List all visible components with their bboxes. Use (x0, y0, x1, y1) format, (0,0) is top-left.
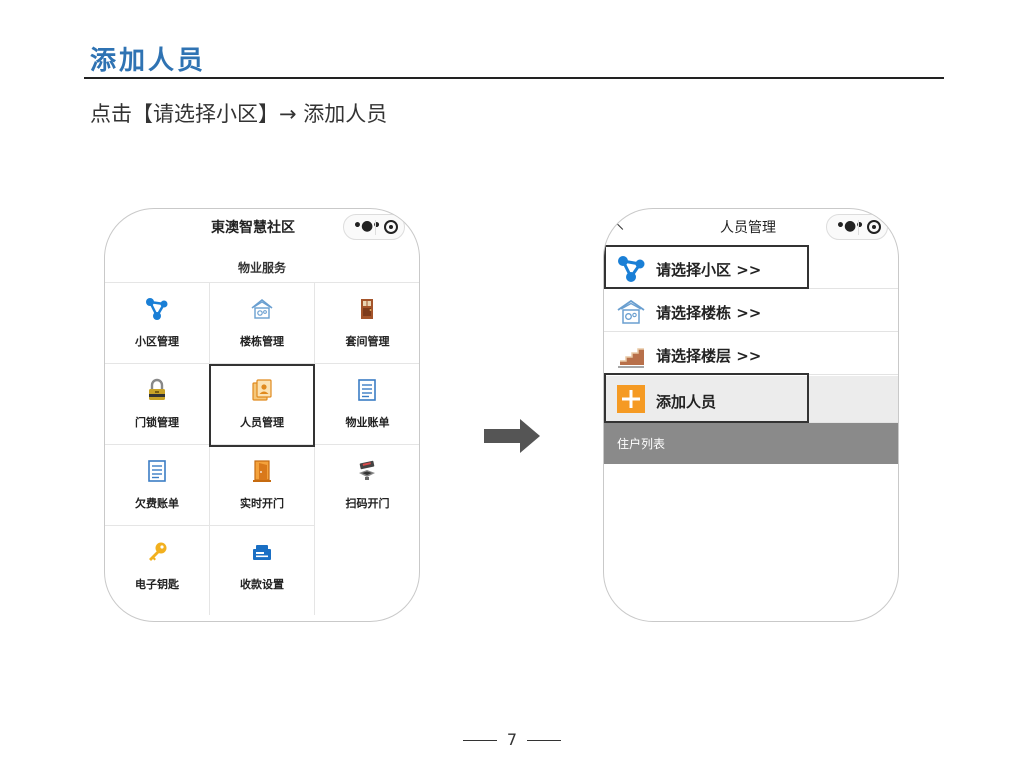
grid-item-label: 扫码开门 (345, 497, 390, 510)
highlight-select-community (604, 245, 809, 289)
close-target-icon[interactable] (867, 220, 881, 234)
grid-item-label: 楼栋管理 (240, 335, 284, 348)
bill-document-icon (148, 460, 166, 482)
grid-item-label: 套间管理 (345, 335, 390, 348)
grid-item-open-door[interactable]: 实时开门 (210, 444, 315, 525)
grid-item-label: 欠费账单 (135, 497, 179, 510)
grid-item-scan-open[interactable]: 扫码开门 (315, 444, 419, 525)
resident-list-title: 住户列表 (617, 437, 666, 451)
select-building-row[interactable]: 请选择楼栋 >> (604, 290, 898, 332)
key-icon (149, 542, 167, 561)
grid-item-lock[interactable]: 门锁管理 (105, 363, 210, 444)
capsule-menu[interactable]: •●• (343, 214, 405, 240)
grid-item-label: 人员管理 (240, 416, 284, 429)
community-network-icon (146, 298, 168, 320)
community-network-icon (618, 256, 645, 282)
nav-title: 東澳智慧社区 (211, 220, 295, 236)
qr-scanner-icon (359, 460, 375, 480)
navbar: 東澳智慧社区 •●• (105, 209, 419, 245)
padlock-icon (149, 378, 165, 400)
add-person-label: 添加人员 (656, 393, 717, 411)
grid-item-payment-settings[interactable]: 收款设置 (210, 525, 315, 615)
plus-icon (617, 385, 645, 413)
grid-item-label: 门锁管理 (135, 416, 179, 429)
title-divider (84, 77, 944, 79)
grid-item-suite[interactable]: 套间管理 (315, 282, 419, 363)
person-card-icon (252, 379, 272, 401)
grid-item-label: 小区管理 (135, 335, 179, 348)
close-target-icon[interactable] (384, 220, 398, 234)
grid-item-property-bill[interactable]: 物业账单 (315, 363, 419, 444)
select-community-label: 请选择小区 >> (656, 261, 762, 279)
select-building-label: 请选择楼栋 >> (656, 304, 762, 322)
building-gear-icon (251, 298, 273, 319)
bill-document-icon (358, 379, 376, 401)
grid-item-label: 收款设置 (240, 578, 284, 591)
phone-home-screen: 東澳智慧社区 •●• 物业服务 小区管理 (104, 208, 420, 622)
building-gear-icon (617, 299, 645, 324)
page-number-value: 7 (506, 730, 518, 749)
grid-item-building[interactable]: 楼栋管理 (210, 282, 315, 363)
navbar: 人员管理 •●• (604, 209, 898, 245)
resident-list-header: 住户列表 (604, 423, 898, 464)
grid-item-label: 实时开门 (240, 497, 284, 510)
grid-item-label: 物业账单 (345, 416, 390, 429)
more-dots-icon[interactable]: •●• (353, 218, 381, 234)
grid-item-label: 电子钥匙 (135, 578, 179, 591)
capsule-menu[interactable]: •●• (826, 214, 888, 240)
page-number: 7 (0, 730, 1024, 749)
open-door-icon (253, 460, 271, 482)
more-dots-icon[interactable]: •●• (836, 218, 864, 234)
highlight-add-person (604, 373, 809, 423)
grid-item-people[interactable]: 人员管理 (210, 363, 315, 444)
stairs-icon (618, 348, 644, 368)
select-floor-row[interactable]: 请选择楼层 >> (604, 333, 898, 375)
grid-item-arrears-bill[interactable]: 欠费账单 (105, 444, 210, 525)
right-arrow-icon (484, 419, 540, 453)
door-icon (361, 299, 373, 319)
section-label: 物业服务 (237, 261, 286, 275)
payment-settings-icon (253, 545, 271, 560)
grid-item-e-key[interactable]: 电子钥匙 (105, 525, 210, 615)
nav-title: 人员管理 (720, 220, 776, 236)
page-title: 添加人员 (90, 46, 207, 76)
select-floor-label: 请选择楼层 >> (656, 347, 762, 365)
phone-people-screen: 人员管理 •●• 请选择小区 >> 请选择楼栋 >> (603, 208, 899, 622)
grid-item-community[interactable]: 小区管理 (105, 282, 210, 363)
instruction-text: 点击【请选择小区】→ 添加人员 (90, 102, 388, 126)
add-person-row[interactable]: 添加人员 (604, 376, 898, 423)
highlight-people-management (209, 364, 315, 447)
